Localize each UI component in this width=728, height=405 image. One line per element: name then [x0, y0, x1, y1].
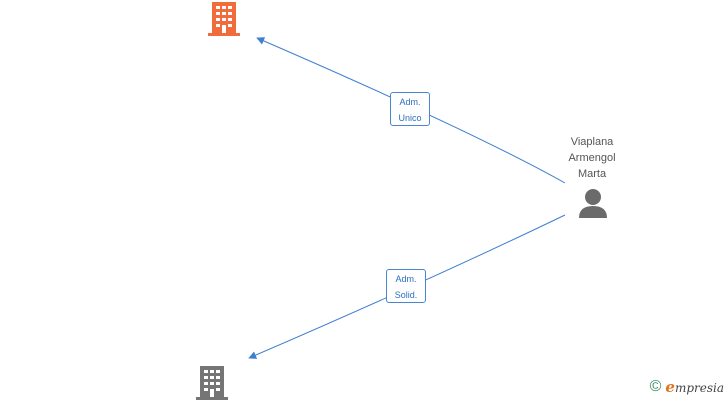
relation-label-line2: Solid. [394, 290, 418, 300]
company-node-top[interactable] [208, 2, 240, 41]
person-name[interactable]: Viaplana Armengol Marta [568, 136, 616, 180]
brand-logo: empresia [665, 378, 724, 396]
copyright-icon: © [649, 378, 662, 395]
relation-label-line1: Adm. [395, 274, 417, 284]
edge-adm-unico [256, 37, 566, 184]
company-node-bottom[interactable] [196, 366, 228, 405]
person-node[interactable] [577, 188, 609, 223]
building-icon [196, 366, 228, 400]
relation-label-adm-solid[interactable]: Adm. Solid. [386, 269, 426, 303]
relation-label-line1: Adm. [399, 97, 421, 107]
building-icon [208, 2, 240, 36]
person-icon [579, 189, 607, 218]
brand-watermark: © empresia [650, 378, 724, 396]
relation-label-adm-unico[interactable]: Adm. Unico [390, 92, 430, 126]
relation-label-line2: Unico [398, 113, 422, 123]
